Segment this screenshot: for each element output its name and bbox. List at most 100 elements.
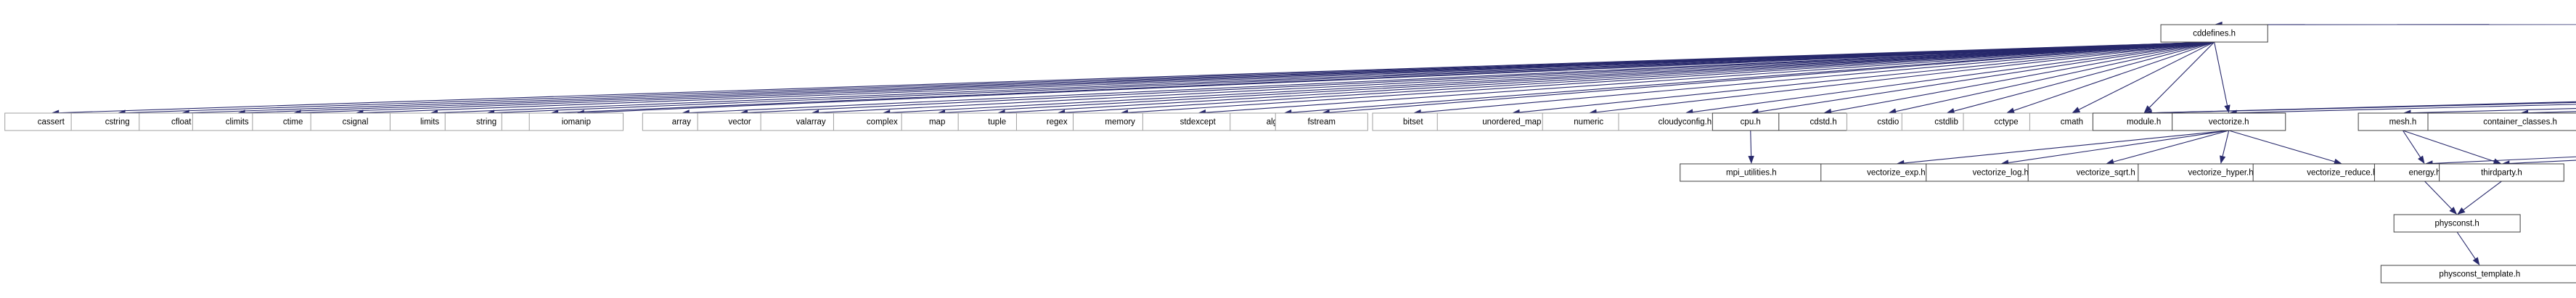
edge-cddefines-to-bitset [1420,41,2215,113]
node-label: vectorize_hyper.h [2188,169,2253,178]
edge-mesh-to-thirdparty [2403,130,2495,162]
edge-continuum-to-module [2151,101,2576,114]
node-label: physconst_template.h [2439,270,2520,279]
node-label: cddefines.h [2193,30,2236,38]
edge-cddefines-to-fstream [1329,41,2215,113]
node-label: limits [420,118,439,127]
node-label: vectorize_log.h [1973,169,2029,178]
graph-node-vectorize_exp[interactable]: vectorize_exp.h [1820,163,1972,182]
node-label: thirdparty.h [2481,169,2522,178]
arrowhead-cddefines-to-vectorize [2224,104,2231,113]
graph-node-csignal[interactable]: csignal [310,112,401,131]
node-box[interactable] [1712,112,1789,131]
node-label: climits [226,118,249,127]
edge-vectorize-to-vectorize_log [2008,130,2229,163]
node-label: physconst.h [2434,220,2479,228]
node-label: string [476,118,496,127]
node-label: vectorize_reduce.h [2307,169,2377,178]
node-label: cdstd.h [1810,118,1837,127]
edge-cddefines-to-string [494,41,2215,114]
graph-node-cddefines[interactable]: cddefines.h [2160,24,2268,43]
arrowhead-physconst-to-physconst_template [2472,257,2480,265]
edge-vectorize-to-vectorize_reduce [2228,130,2335,162]
edge-cddefines-to-memory [1128,41,2215,113]
node-layer: cont_ffun.cppcddefines.hcontinuum.hrfiel… [4,24,2576,283]
node-box[interactable] [1275,112,1368,131]
edge-cddefines-to-vector [748,41,2215,114]
node-label: tuple [988,118,1006,127]
node-label: memory [1105,118,1135,127]
node-label: map [929,118,945,127]
node-box[interactable] [2427,112,2576,131]
node-box[interactable] [528,112,624,131]
node-label: cpu.h [1741,118,1761,127]
graph-node-vectorize[interactable]: vectorize.h [2172,112,2286,131]
edge-physconst-to-physconst_template [2456,231,2476,260]
arrowhead-cddefines-to-cmath [2072,107,2081,113]
node-box[interactable] [2172,112,2286,131]
node-label: bitset [1403,118,1423,127]
node-label: vectorize_exp.h [1867,169,1926,178]
arrowhead-cddefines-to-cctype [2006,107,2015,114]
arrowhead-vectorize-to-vectorize_reduce [2334,158,2342,165]
edge-vectorize-to-vectorize_hyper [2222,130,2230,157]
graph-node-thirdparty[interactable]: thirdparty.h [2439,163,2564,182]
edge-cddefines-to-array [689,41,2215,114]
edge-energy-to-physconst [2424,181,2452,210]
arrowhead-mesh-to-energy [2418,155,2425,164]
node-label: cstring [105,118,130,127]
node-box[interactable] [2160,24,2268,43]
edge-cddefines-to-unordered_map [1519,41,2215,113]
node-label: numeric [1574,118,1603,127]
node-box[interactable] [2439,163,2564,182]
edge-cddefines-to-cstdlib [1954,41,2215,112]
node-label: array [672,118,691,127]
node-label: stdexcept [1180,118,1217,127]
node-label: csignal [343,118,369,127]
node-label: module.h [2127,118,2161,127]
graph-node-cpu[interactable]: cpu.h [1712,112,1789,131]
node-label: regex [1047,118,1068,127]
edge-thirdparty-to-physconst [2463,181,2502,210]
edge-cddefines-to-cloudyconfig [1693,41,2215,113]
node-label: energy.h [2409,169,2441,178]
node-label: vectorize.h [2209,118,2249,127]
edge-mesh-to-energy [2402,130,2421,158]
graph-node-container_classes[interactable]: container_classes.h [2427,112,2576,131]
edge-cddefines-to-module [2148,41,2215,108]
edge-cddefines-to-cstdio [1895,41,2215,112]
node-label: cfloat [171,118,192,127]
edge-rfield-to-module [2151,102,2576,114]
node-label: fstream [1308,118,1336,127]
edge-cont_ffun-to-cddefines [2222,24,2576,25]
edge-cddefines-to-algorithm [1291,41,2215,113]
edge-cddefines-to-map [945,41,2215,113]
node-label: iomanip [562,118,591,127]
node-label: cloudyconfig.h [1659,118,1712,127]
edge-cddefines-to-iomanip [584,41,2215,114]
arrowhead-energy-to-physconst [2449,207,2458,215]
edge-cddefines-to-vectorize [2214,41,2228,106]
graph-node-iomanip[interactable]: iomanip [528,112,624,131]
node-label: ctime [283,118,303,127]
node-label: cctype [1994,118,2018,127]
edge-cddefines-to-tuple [1005,41,2215,113]
arrowhead-thirdparty-to-physconst [2457,207,2466,215]
graph-node-fstream[interactable]: fstream [1275,112,1368,131]
edge-cddefines-to-stdexcept [1206,41,2215,113]
edge-vectorize-to-vectorize_sqrt [2113,130,2229,162]
graph-node-physconst_template[interactable]: physconst_template.h [2380,265,2576,283]
edge-cddefines-to-valarray [819,41,2215,113]
edge-cddefines-to-numeric [1596,41,2215,113]
graph-node-mpi_utilities[interactable]: mpi_utilities.h [1680,163,1823,182]
node-box[interactable] [1680,163,1823,182]
node-label: valarray [796,118,826,127]
graph-node-physconst[interactable]: physconst.h [2393,214,2521,233]
arrowhead-vectorize-to-vectorize_sqrt [2106,159,2114,165]
node-box[interactable] [2393,214,2521,233]
node-box[interactable] [2380,265,2576,283]
edge-cddefines-to-regex [1065,41,2215,113]
node-label: mesh.h [2389,118,2417,127]
edge-cddefines-to-cpu [1758,41,2215,112]
